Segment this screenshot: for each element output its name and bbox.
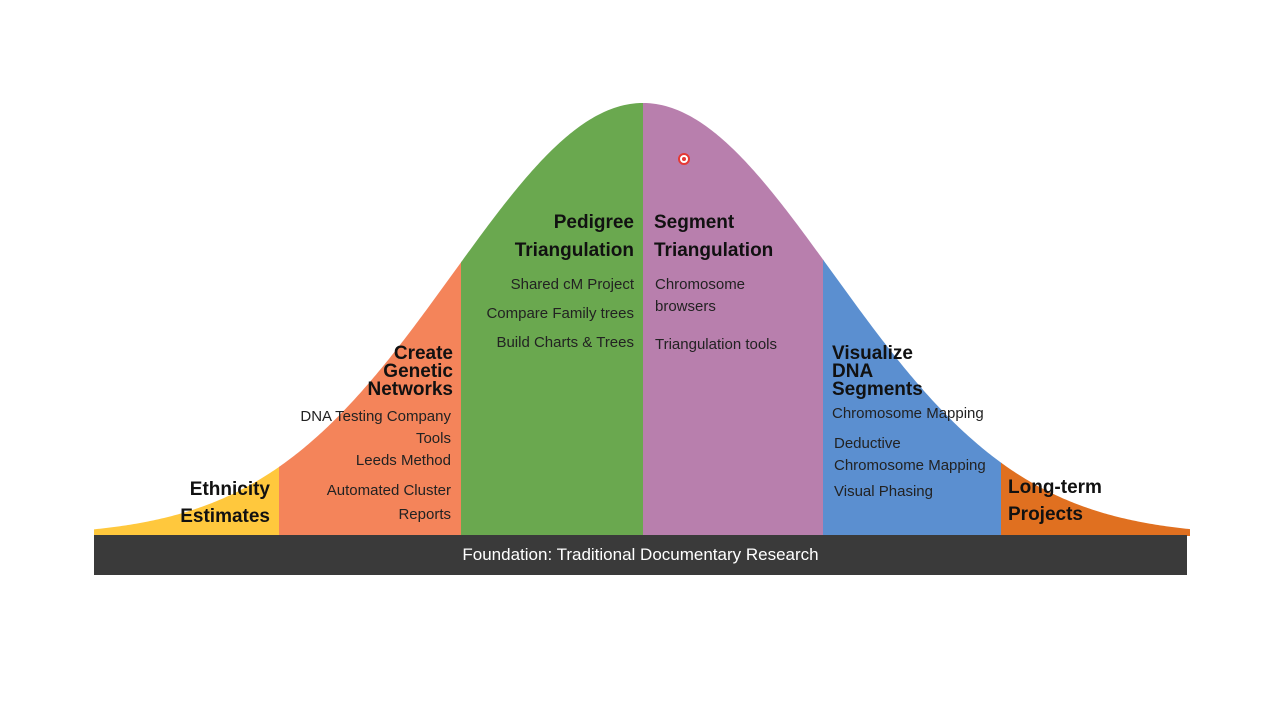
segment-item: Triangulation tools: [655, 336, 778, 353]
section-longterm-band: [1001, 103, 1190, 536]
pedigree-heading-line-1: Pedigree: [553, 212, 634, 233]
pedigree-heading-line-2: Triangulation: [514, 240, 634, 261]
visualize-item: Chromosome Mapping: [832, 405, 984, 422]
networks-heading-line-2: Genetic: [383, 361, 453, 382]
longterm-heading-line-2: Projects: [1008, 504, 1083, 525]
segment-heading-line-2: Triangulation: [654, 240, 774, 261]
segment-item: Chromosome: [655, 276, 746, 293]
longterm-heading-line-1: Long-term: [1008, 477, 1102, 498]
pedigree-item: Build Charts & Trees: [496, 334, 634, 351]
ethnicity-heading-line-1: Ethnicity: [189, 479, 270, 500]
networks-heading-line-3: Networks: [367, 379, 453, 400]
visualize-heading-line-1: Visualize: [832, 343, 913, 364]
section-ethnicity-band: [94, 103, 280, 536]
visualize-heading-line-2: DNA: [832, 361, 874, 382]
networks-heading-line-1: Create: [393, 343, 453, 364]
segment-heading-line-1: Segment: [654, 212, 735, 233]
visualize-item: Visual Phasing: [834, 483, 933, 500]
networks-item: DNA Testing Company: [300, 408, 451, 425]
foundation-bar: Foundation: Traditional Documentary Rese…: [94, 535, 1187, 575]
segment-item: browsers: [655, 298, 716, 315]
networks-item: Automated Cluster: [326, 482, 451, 499]
pedigree-item: Shared cM Project: [510, 276, 634, 293]
visualize-heading-line-3: Segments: [832, 379, 923, 400]
segment-items: Chromosome browsers Triangulation tools: [655, 274, 820, 356]
pedigree-item: Compare Family trees: [486, 305, 634, 322]
networks-heading: Create Genetic Networks: [300, 343, 453, 400]
visualize-heading: Visualize DNA Segments: [832, 343, 997, 400]
ethnicity-heading: Ethnicity Estimates: [150, 476, 270, 530]
networks-item: Leeds Method: [355, 452, 451, 469]
visualize-items: Chromosome Mapping Deductive Chromosome …: [832, 403, 1002, 503]
networks-items: DNA Testing Company Tools Leeds Method A…: [280, 406, 451, 526]
segment-heading: Segment Triangulation: [654, 209, 819, 264]
visualize-item: Deductive: [834, 435, 901, 452]
ethnicity-heading-line-2: Estimates: [180, 506, 270, 527]
pedigree-heading: Pedigree Triangulation: [470, 209, 634, 264]
networks-item: Reports: [398, 506, 451, 523]
cursor-indicator: [678, 153, 690, 165]
pedigree-items: Shared cM Project Compare Family trees B…: [464, 274, 634, 354]
networks-item: Tools: [415, 430, 451, 447]
longterm-heading: Long-term Projects: [1008, 474, 1138, 528]
visualize-item: Chromosome Mapping: [834, 457, 986, 474]
